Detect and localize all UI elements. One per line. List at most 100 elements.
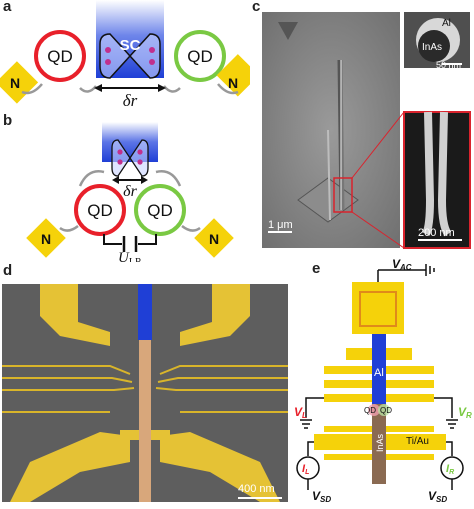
cooper-pair-lobe: [128, 33, 161, 79]
ground-right: [446, 419, 458, 429]
panel-a-diagram: SC QD QD N N δr: [0, 0, 260, 110]
arrow-head: [94, 84, 102, 92]
nanowire-shadow: [327, 129, 331, 221]
qd-right-label: QD: [147, 201, 173, 220]
electrode: [180, 284, 250, 346]
wire-left: [305, 397, 324, 418]
panel-b: b δr QD QD N N ULR: [0, 112, 250, 268]
zoom-line: [351, 111, 405, 179]
tunnel-arrow: [217, 83, 239, 95]
il-label: IL: [302, 463, 309, 476]
scale-label: 400 nm: [238, 483, 275, 495]
scale-main-label: 1 μm: [268, 219, 293, 231]
e-al-label: Al: [374, 367, 384, 379]
nanowire: [337, 59, 345, 211]
e-qd2-label: QD: [380, 406, 392, 415]
panel-e: e VAC Al InAs: [294, 256, 474, 504]
vl-main: V: [294, 405, 303, 419]
n-right-label: N: [228, 75, 238, 91]
substrate-facet: [278, 22, 298, 40]
n-right-label: N: [209, 231, 219, 247]
wire-ir: [446, 441, 453, 456]
vsd-left-sub: SD: [320, 495, 331, 504]
qd-left-circle: [74, 184, 126, 236]
n-lead-right: [194, 218, 234, 258]
tunnel-arrow: [21, 83, 43, 95]
inas-core: [418, 30, 450, 62]
electron-dot: [149, 59, 155, 65]
scale-zoom-label: 200 nm: [418, 227, 455, 239]
vac-label: VAC: [392, 257, 412, 272]
wire-il: [307, 441, 314, 456]
panel-c-sem: 1 μm Al InAs 50 nm 200 nm: [262, 12, 471, 249]
zoom-box: [333, 177, 353, 213]
n-left-label: N: [41, 231, 51, 247]
electron-dot: [137, 159, 143, 165]
vac-main: V: [392, 257, 401, 271]
qd-right-marker: [378, 404, 390, 416]
arrow-head: [141, 176, 148, 184]
arrow-head: [112, 176, 119, 184]
panel-label-d: d: [3, 262, 13, 279]
electrode: [160, 432, 280, 502]
panel-label-b: b: [3, 112, 13, 129]
ground-left: [300, 419, 312, 429]
ac-gate-inner: [359, 291, 397, 327]
zoom-line: [351, 211, 405, 249]
panel-d: d 400 nm: [0, 262, 290, 504]
electron-dot: [117, 149, 123, 155]
tunnel-arrow: [181, 225, 201, 232]
al-shell-region: [138, 284, 152, 340]
electrode: [10, 432, 130, 502]
panel-label-a: a: [3, 0, 12, 15]
qd-left-marker: [368, 404, 380, 416]
inset-al-label: Al: [442, 18, 451, 29]
cooper-pair-lobe: [129, 139, 149, 177]
electrode: [40, 284, 110, 346]
cooper-pair-lobe: [111, 139, 131, 177]
ac-source-icon: [425, 264, 435, 276]
electron-dot: [117, 159, 123, 165]
vsd-right-main: V: [428, 489, 437, 503]
qd-left-label: QD: [47, 47, 73, 66]
vac-sub: AC: [399, 263, 412, 272]
zoom-wire-left: [422, 111, 435, 236]
gate-fingers: [314, 348, 446, 460]
electron-dot: [105, 47, 111, 53]
qd-right-label: QD: [187, 47, 213, 66]
vl-sub: L: [302, 411, 307, 420]
qd-right-circle: [174, 30, 226, 82]
dr-label: δr: [123, 91, 138, 110]
vsd-left-label: VSD: [312, 489, 331, 504]
arrow-head: [158, 84, 166, 92]
e-qd1-label: QD: [364, 406, 376, 415]
panel-d-sem: 400 nm: [2, 284, 288, 502]
panel-c: c 1 μm Al InAs 50 nm: [252, 0, 474, 250]
qd-right-circle: [134, 184, 186, 236]
u-label: ULR: [118, 250, 142, 262]
tunnel-arrow: [59, 225, 79, 232]
ir-label: IR: [446, 463, 454, 476]
panel-label-c: c: [252, 0, 261, 15]
panel-b-diagram: δr QD QD N N ULR: [26, 122, 234, 268]
gate-lines: [2, 365, 288, 413]
e-inas-label: InAs: [375, 433, 385, 452]
ir-main: I: [446, 463, 450, 475]
panel-a: a SC QD: [0, 0, 260, 112]
scale-inset-label: 50 nm: [436, 60, 461, 70]
wire-right: [434, 397, 453, 418]
n-left-label: N: [10, 75, 20, 91]
dr-label: δr: [123, 183, 137, 200]
sem-zoom-image: [403, 111, 471, 249]
capacitor-symbol: [103, 234, 157, 245]
tunnel-arrow: [78, 170, 105, 187]
al-shell-region: [372, 334, 386, 404]
zoom-wire-right: [437, 111, 452, 237]
vr-sub: R: [466, 411, 472, 420]
electron-dot: [105, 59, 111, 65]
n-lead-left: [26, 218, 66, 258]
vsd-right-label: VSD: [428, 489, 447, 504]
cooper-pair-lobe: [99, 33, 132, 79]
electron-dot: [149, 47, 155, 53]
n-lead-right: [216, 54, 260, 97]
